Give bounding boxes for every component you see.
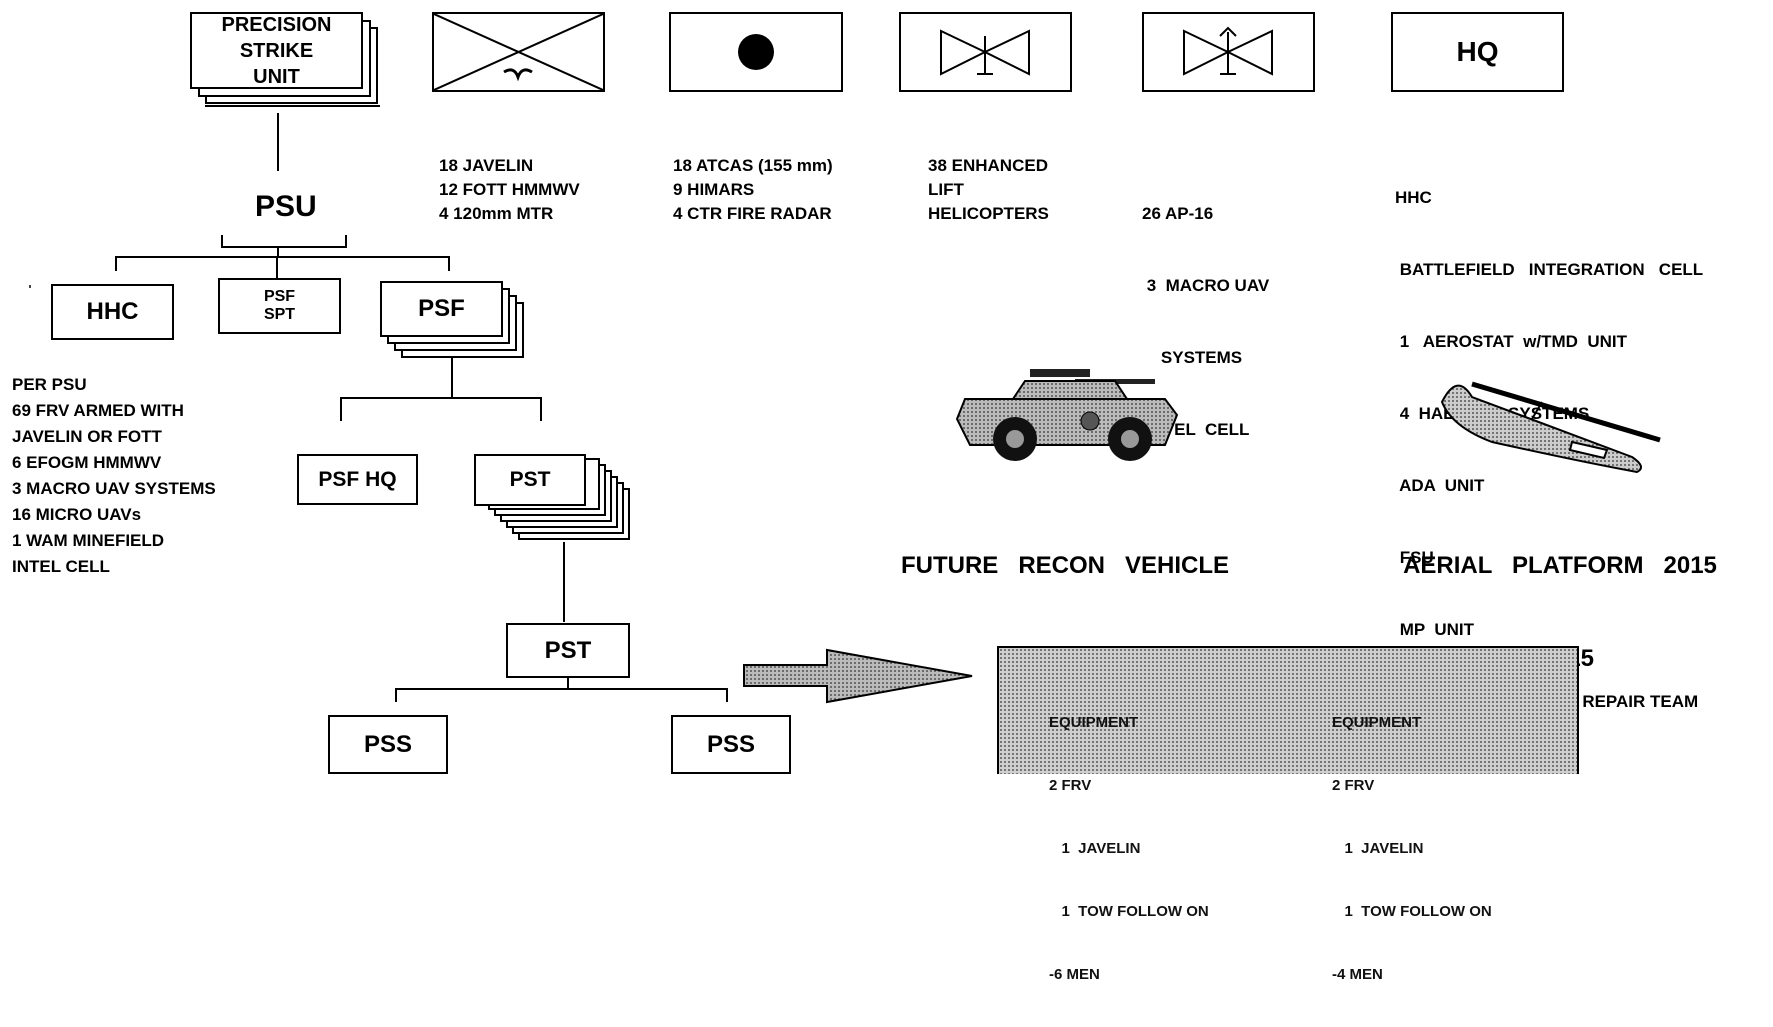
psf-label: PSF xyxy=(418,295,465,323)
psf-spt-label-1: PSF xyxy=(264,288,295,306)
equipment-right-line: 1 JAVELIN xyxy=(1332,838,1492,859)
connector-line xyxy=(276,256,278,278)
col2-line: 9 HIMARS xyxy=(673,178,833,202)
psf-hq-label: PSF HQ xyxy=(318,468,396,492)
enhanced-lift-column: 38 ENHANCED LIFT HELICOPTERS xyxy=(928,154,1049,226)
pss-right-label: PSS xyxy=(707,731,755,759)
precision-strike-unit-label: PRECISION STRIKE UNIT xyxy=(221,12,331,90)
col2-line: 4 CTR FIRE RADAR xyxy=(673,202,833,226)
equipment-left-line: 1 TOW FOLLOW ON xyxy=(1049,901,1209,922)
pst-label: PST xyxy=(545,637,592,665)
equipment-right-line: -4 MEN xyxy=(1332,964,1492,985)
pss-left-box: PSS xyxy=(328,715,448,774)
equipment-right-line: 2 FRV xyxy=(1332,775,1492,796)
per-psu-line: INTEL CELL xyxy=(12,554,216,580)
equipment-left-line: EQUIPMENT xyxy=(1049,712,1209,733)
per-psu-line: JAVELIN OR FOTT xyxy=(12,424,216,450)
frv-caption-line1: FUTURE RECON VEHICLE xyxy=(880,550,1250,581)
javelin-column: 18 JAVELIN 12 FOTT HMMWV 4 120mm MTR xyxy=(439,154,580,226)
per-psu-line: 3 MACRO UAV SYSTEMS xyxy=(12,476,216,502)
atcas-column: 18 ATCAS (155 mm) 9 HIMARS 4 CTR FIRE RA… xyxy=(673,154,833,226)
per-psu-line: 6 EFOGM HMMWV xyxy=(12,450,216,476)
connector-line xyxy=(540,397,542,421)
frv-vehicle-image xyxy=(955,367,1185,467)
col1-line: 12 FOTT HMMWV xyxy=(439,178,580,202)
equipment-panel: EQUIPMENT 2 FRV 1 JAVELIN 1 TOW FOLLOW O… xyxy=(997,646,1579,774)
psf-spt-label-2: SPT xyxy=(264,306,295,324)
col5-line: HHC xyxy=(1395,186,1703,210)
aviation-recon-icon xyxy=(1144,14,1313,90)
per-psu-line: 69 FRV ARMED WITH xyxy=(12,398,216,424)
connector-line xyxy=(115,256,450,258)
col3-line: 38 ENHANCED xyxy=(928,154,1049,178)
connector-line xyxy=(395,688,397,702)
col2-line: 18 ATCAS (155 mm) xyxy=(673,154,833,178)
connector-line xyxy=(563,542,565,622)
col3-line: HELICOPTERS xyxy=(928,202,1049,226)
connector-line xyxy=(277,113,279,171)
equipment-right: EQUIPMENT 2 FRV 1 JAVELIN 1 TOW FOLLOW O… xyxy=(1332,670,1492,1027)
equipment-right-line: EQUIPMENT xyxy=(1332,712,1492,733)
col4-line: 26 AP-16 xyxy=(1142,202,1269,226)
pss-left-label: PSS xyxy=(364,731,412,759)
aviation-recon-symbol xyxy=(1142,12,1315,92)
hhc-box: HHC xyxy=(51,284,174,340)
col5-line: 1 AEROSTAT w/TMD UNIT xyxy=(1395,330,1703,354)
ap15-caption-line1: AERIAL PLATFORM 2015 xyxy=(1375,550,1745,581)
per-psu-line: 16 MICRO UAVs xyxy=(12,502,216,528)
precision-strike-unit-box: PRECISION STRIKE UNIT xyxy=(190,12,363,89)
connector-line xyxy=(340,397,542,399)
equipment-left-line: 2 FRV xyxy=(1049,775,1209,796)
col1-line: 4 120mm MTR xyxy=(439,202,580,226)
col5-line: BATTLEFIELD INTEGRATION CELL xyxy=(1395,258,1703,282)
col3-line: LIFT xyxy=(928,178,1049,202)
col1-line: 18 JAVELIN xyxy=(439,154,580,178)
artillery-symbol xyxy=(669,12,843,92)
infantry-airborne-icon xyxy=(434,14,603,90)
pst-stack-box: PST xyxy=(474,454,586,506)
pst-box: PST xyxy=(506,623,630,678)
psf-spt-box: PSF SPT xyxy=(218,278,341,334)
equipment-left: EQUIPMENT 2 FRV 1 JAVELIN 1 TOW FOLLOW O… xyxy=(1049,670,1209,1027)
equipment-left-line: -6 MEN xyxy=(1049,964,1209,985)
connector-line xyxy=(115,256,117,271)
hhc-label: HHC xyxy=(87,298,139,326)
pst-stack-label: PST xyxy=(510,468,551,492)
equipment-right-line: 1 TOW FOLLOW ON xyxy=(1332,901,1492,922)
connector-line xyxy=(221,246,347,248)
pss-right-box: PSS xyxy=(671,715,791,774)
hq-symbol: HQ xyxy=(1391,12,1564,92)
psf-hq-box: PSF HQ xyxy=(297,454,418,505)
psu-label: PSU xyxy=(255,190,317,224)
connector-line xyxy=(340,397,342,421)
dot-mark xyxy=(29,285,31,288)
infantry-airborne-symbol xyxy=(432,12,605,92)
aviation-lift-symbol xyxy=(899,12,1072,92)
ap15-aircraft-image xyxy=(1432,372,1662,477)
aviation-bowtie-icon xyxy=(901,14,1070,90)
per-psu-line: PER PSU xyxy=(12,372,216,398)
per-psu-text: PER PSU 69 FRV ARMED WITH JAVELIN OR FOT… xyxy=(12,372,216,580)
per-psu-line: 1 WAM MINEFIELD xyxy=(12,528,216,554)
hq-label: HQ xyxy=(1457,36,1499,68)
connector-line xyxy=(726,688,728,702)
col4-line: 3 MACRO UAV xyxy=(1142,274,1269,298)
connector-line xyxy=(451,358,453,398)
right-arrow-icon xyxy=(742,638,977,718)
connector-line xyxy=(395,688,728,690)
artillery-dot-icon xyxy=(738,34,774,70)
connector-line xyxy=(345,235,347,248)
connector-line xyxy=(448,256,450,271)
psf-box: PSF xyxy=(380,281,503,337)
equipment-left-line: 1 JAVELIN xyxy=(1049,838,1209,859)
